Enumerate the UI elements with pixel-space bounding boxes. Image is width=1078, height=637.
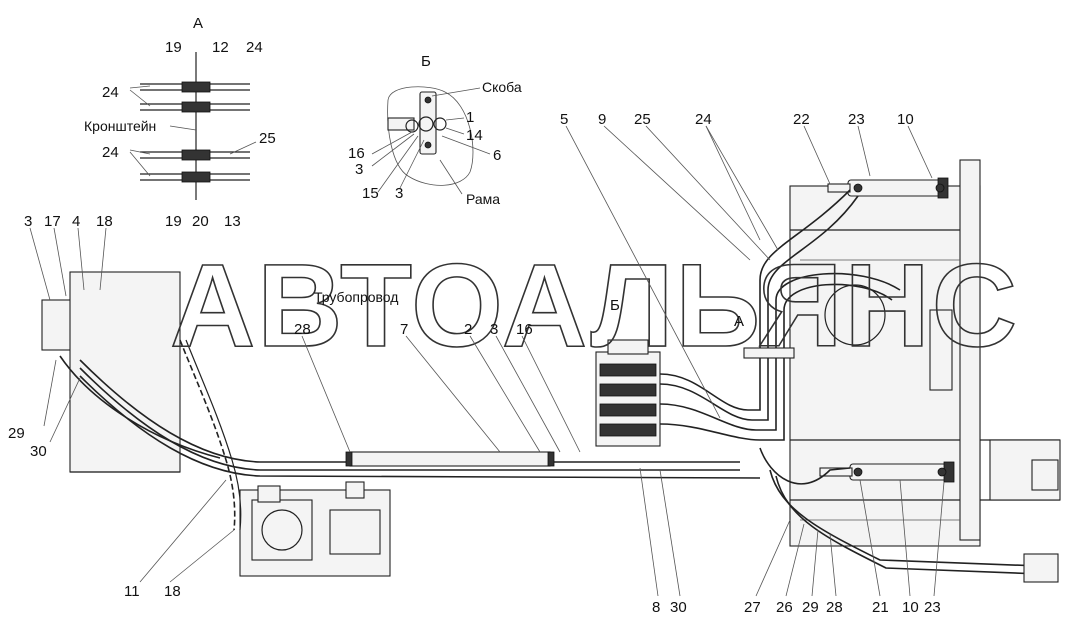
callout-main-11: 11: [124, 583, 140, 600]
callout-main-10: 10: [897, 111, 914, 128]
label-truboprovod: Трубопровод: [314, 289, 398, 305]
watermark-text: АВТОАЛЬЯНС: [170, 240, 1019, 372]
callout-main-17: 17: [44, 213, 61, 230]
callout-main-18-bottom: 18: [164, 583, 181, 600]
label-kronshtein: Кронштейн: [84, 118, 156, 134]
cylinder-upper: [827, 177, 949, 199]
callout-b-3-right: 3: [395, 185, 403, 202]
main-assembly: АВТОАЛЬЯНС Б А Трубопровод: [8, 111, 1061, 616]
detail-view-b: Б Скоба 1 14 6 16 3 15 3 Рама: [348, 53, 522, 207]
callout-main-7: 7: [400, 321, 408, 338]
callout-main-2: 2: [464, 321, 472, 338]
view-b-title: Б: [421, 53, 431, 70]
callout-main-4: 4: [72, 213, 80, 230]
valve-block: [595, 339, 661, 447]
callout-main-30-left: 30: [30, 443, 47, 460]
callout-main-9: 9: [598, 111, 606, 128]
detail-view-a: А 19 12 24 24 Кронштейн 25 24 19 20 13: [84, 15, 276, 230]
callout-main-23: 23: [848, 111, 865, 128]
callout-a-12: 12: [212, 39, 229, 56]
callout-b-3-left: 3: [355, 161, 363, 178]
label-rama: Рама: [466, 191, 500, 207]
callout-main-10-bottom: 10: [902, 599, 919, 616]
callout-b-15: 15: [362, 185, 379, 202]
callout-main-3-mid: 3: [490, 321, 498, 338]
view-a-title: А: [193, 15, 203, 32]
view-b-marker: Б: [610, 297, 620, 314]
callout-main-27: 27: [744, 599, 761, 616]
callout-main-29-left: 29: [8, 425, 25, 442]
cylinder-lower: [819, 461, 955, 483]
callout-b-1: 1: [466, 109, 474, 126]
callout-a-24-top: 24: [246, 39, 263, 56]
callout-a-19-bottom: 19: [165, 213, 182, 230]
callout-main-22: 22: [793, 111, 810, 128]
callout-a-24-upper: 24: [102, 84, 119, 101]
leader-lines: [29, 125, 945, 597]
pump-left: [41, 271, 181, 473]
callout-a-13: 13: [224, 213, 241, 230]
callout-main-25: 25: [634, 111, 651, 128]
callout-main-3-left: 3: [24, 213, 32, 230]
view-a-marker: А: [734, 313, 744, 330]
frame-right: [789, 159, 1061, 547]
callout-main-18-top: 18: [96, 213, 113, 230]
callout-main-23-bottom: 23: [924, 599, 941, 616]
callout-a-25: 25: [259, 130, 276, 147]
callout-main-21: 21: [872, 599, 889, 616]
callout-b-14: 14: [466, 127, 483, 144]
callout-main-28-mid: 28: [294, 321, 311, 338]
callout-main-24: 24: [695, 111, 712, 128]
callout-a-20: 20: [192, 213, 209, 230]
callout-a-19-top: 19: [165, 39, 182, 56]
callout-main-16: 16: [516, 321, 533, 338]
gearbox-bottom: [239, 481, 391, 577]
callout-main-28-bottom: 28: [826, 599, 843, 616]
callout-a-24-lower: 24: [102, 144, 119, 161]
callout-main-5: 5: [560, 111, 568, 128]
label-skoba: Скоба: [482, 79, 522, 95]
callout-main-8: 8: [652, 599, 660, 616]
callout-b-16: 16: [348, 145, 365, 162]
callout-b-6: 6: [493, 147, 501, 164]
callout-main-29-bottom: 29: [802, 599, 819, 616]
callout-main-30-bottom: 30: [670, 599, 687, 616]
callout-main-26: 26: [776, 599, 793, 616]
